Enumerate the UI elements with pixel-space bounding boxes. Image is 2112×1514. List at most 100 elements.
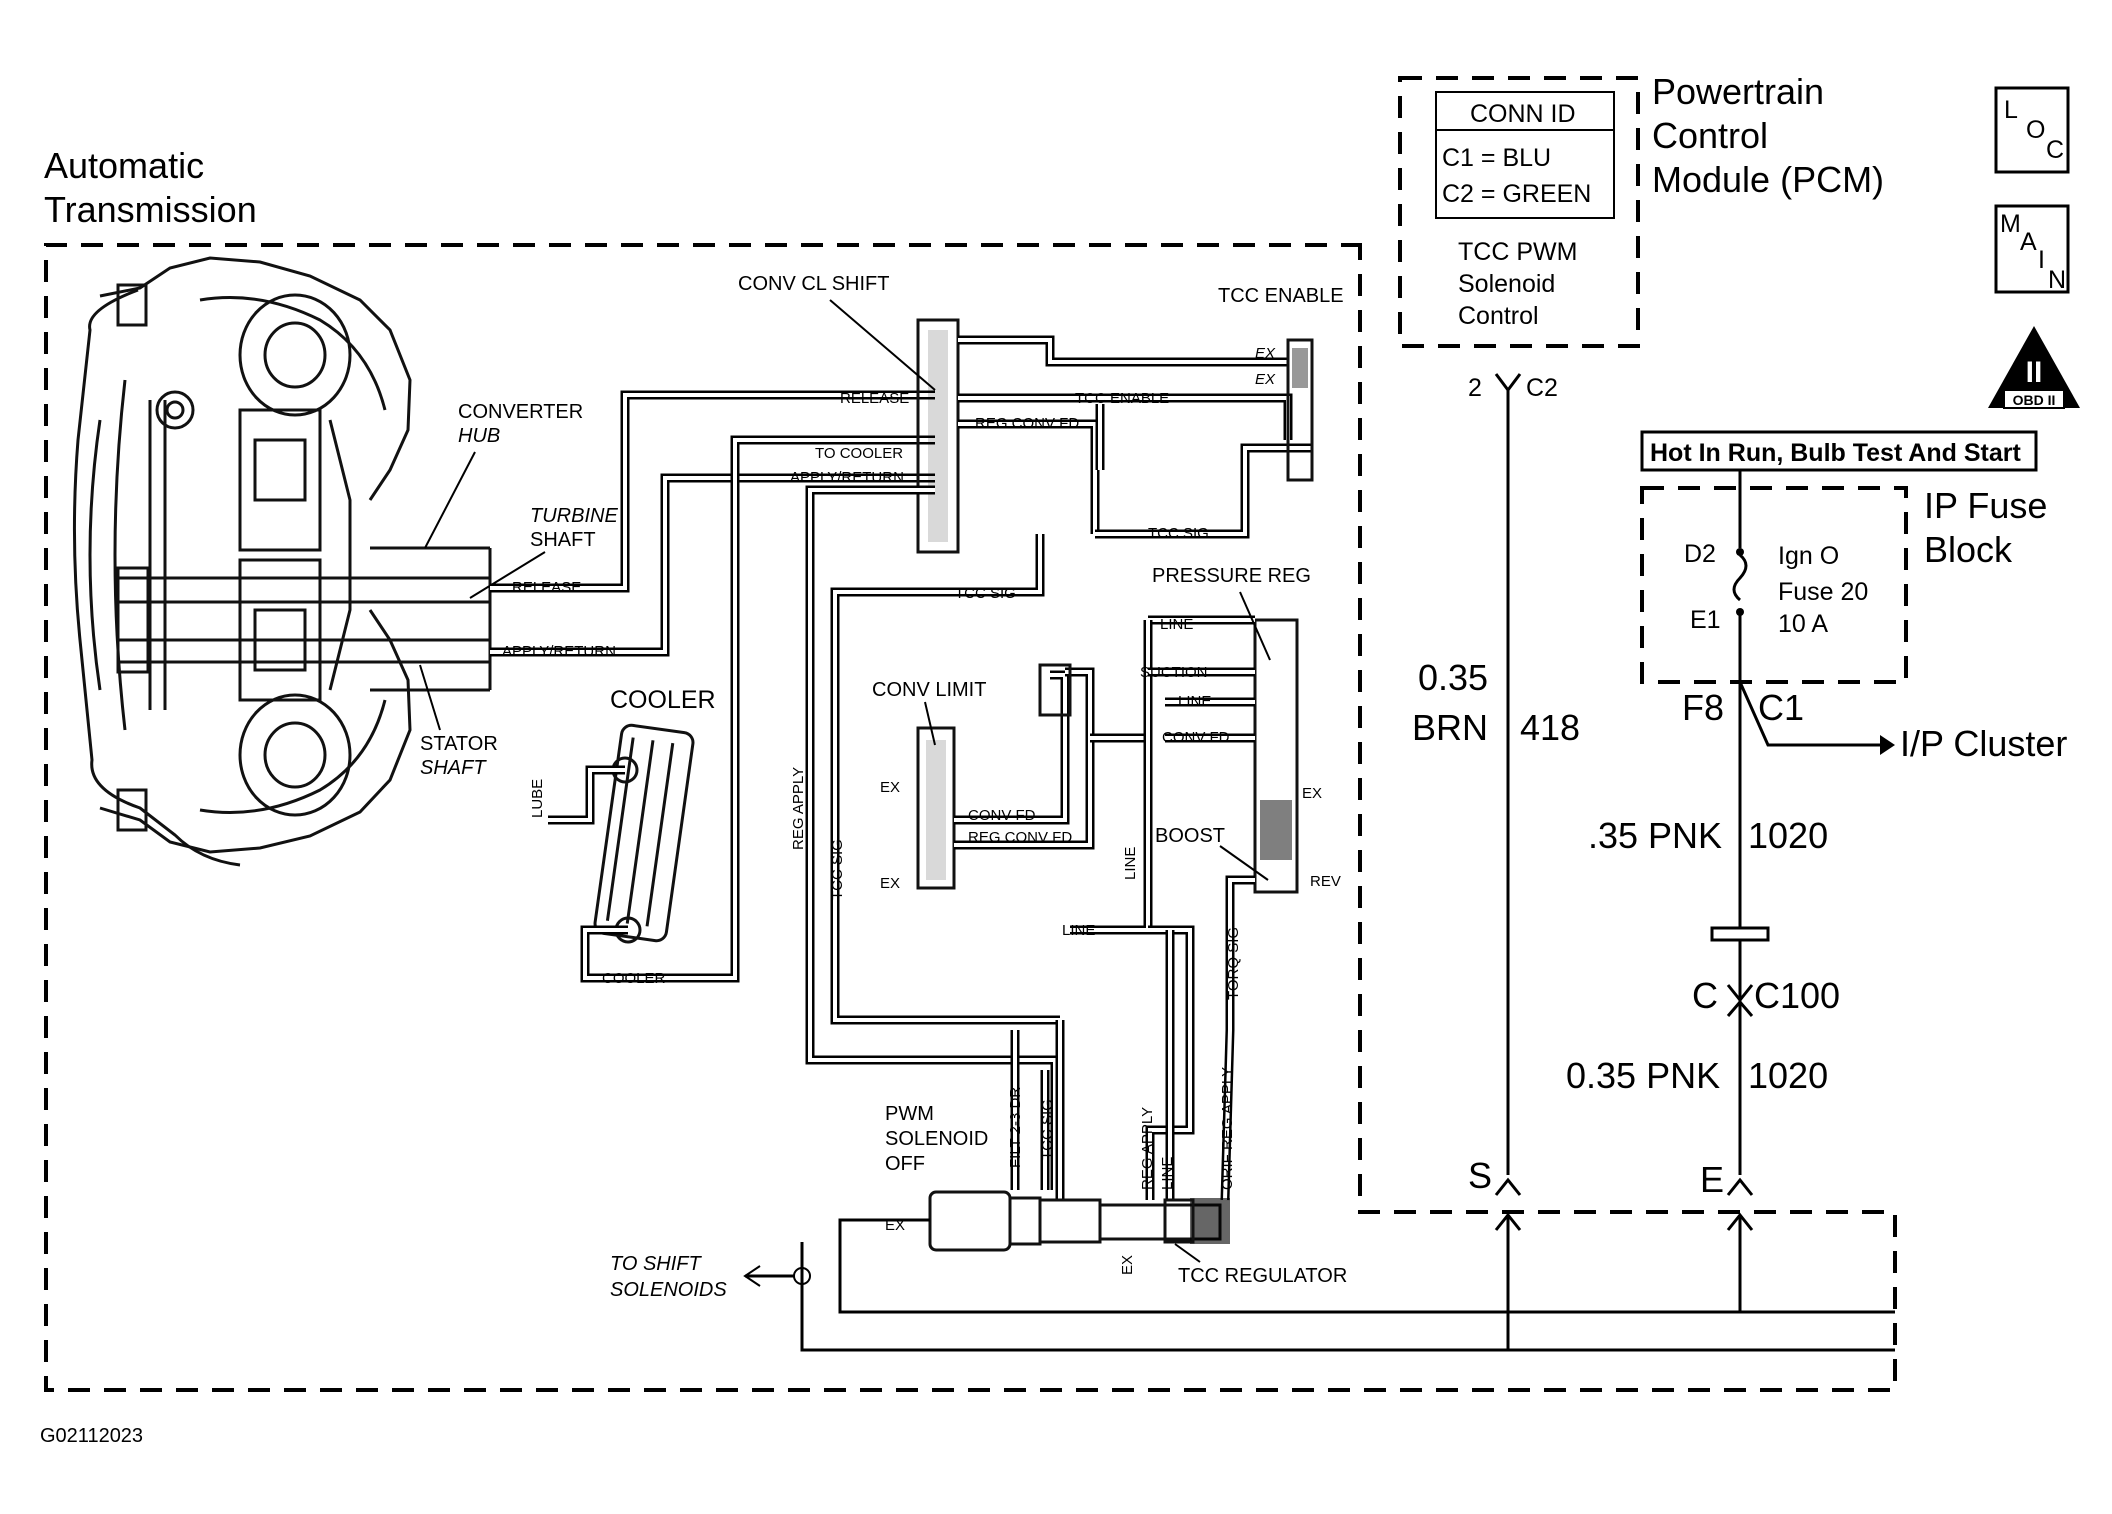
pwm-solenoid-assembly — [838, 1030, 1895, 1314]
suction-port: SUCTION — [1140, 664, 1208, 681]
conv-fd-port: CONV FD — [1162, 729, 1230, 746]
to-cooler-port: TO COOLER — [815, 445, 903, 462]
svg-text:M: M — [2000, 210, 2021, 238]
cooler-drawing — [548, 435, 935, 983]
fuse-d2: D2 — [1684, 540, 1716, 568]
converter-hub-label-line2: HUB — [458, 425, 500, 447]
fuse-amps: 10 A — [1778, 610, 1828, 638]
pnk-upper-circuit: 1020 — [1748, 815, 1828, 856]
pwm-solenoid-label-line1: PWM — [885, 1103, 934, 1125]
c100-label: C100 — [1754, 975, 1840, 1016]
shift-solenoid-branch — [743, 1242, 1895, 1352]
pwm-ex-label: EX — [885, 1217, 905, 1234]
stator-shaft-label-line2: SHAFT — [420, 757, 487, 779]
pcm-box — [1398, 76, 1640, 348]
fuse-c1: C1 — [1758, 687, 1804, 728]
conv-limit-valve — [916, 663, 1148, 890]
reg-conv-fd-limit-port: REG CONV FD — [968, 829, 1072, 846]
hot-in-run-label: Hot In Run, Bulb Test And Start — [1650, 439, 2021, 467]
pcm-connector: C2 — [1526, 374, 1558, 402]
tcc-sig-port-mid: TCC SIG — [955, 585, 1016, 602]
conv-limit-ex-lower: EX — [880, 875, 900, 892]
pcm-function-line2: Solenoid — [1458, 270, 1555, 298]
svg-text:A: A — [2020, 228, 2037, 256]
tcc-sig-sol-label: TCC SIG — [1039, 1099, 1056, 1160]
line-port-4: LINE — [1062, 922, 1095, 939]
lube-label: LUBE — [529, 779, 546, 818]
conv-cl-shift-label: CONV CL SHIFT — [738, 273, 890, 295]
pressure-reg-ex: EX — [1302, 785, 1322, 802]
to-shift-solenoids-line2: SOLENOIDS — [610, 1279, 727, 1301]
pnk-lower-size-color: 0.35 PNK — [1566, 1055, 1720, 1096]
conn-c1: C1 = BLU — [1442, 144, 1551, 172]
conn-id-header: CONN ID — [1470, 100, 1576, 128]
brn-wire-color: BRN — [1412, 707, 1488, 748]
main-icon: M A I N — [1994, 204, 2070, 294]
transmission-title-line1: Automatic — [44, 145, 204, 186]
hot-in-run-box — [1640, 430, 2038, 472]
converter-hub-label-line1: CONVERTER — [458, 401, 583, 423]
tcc-enable-valve — [1286, 338, 1314, 482]
line-port-2: LINE — [1178, 693, 1211, 710]
rev-port: REV — [1310, 873, 1341, 890]
line-port-3: LINE — [1122, 847, 1139, 880]
conn-c2: C2 = GREEN — [1442, 180, 1591, 208]
cooler-line-label: COOLER — [602, 970, 666, 987]
svg-text:N: N — [2048, 266, 2066, 294]
pwm-solenoid-label-line2: SOLENOID — [885, 1128, 988, 1150]
ip-fuse-block-box — [1640, 470, 1908, 1175]
tcc-enable-ex2: EX — [1255, 371, 1276, 388]
pressure-reg-label: PRESSURE REG — [1152, 565, 1311, 587]
obd-ii-icon: II OBD II — [1988, 326, 2080, 409]
pcm-pin: 2 — [1468, 374, 1482, 402]
converter-fluid-lines — [490, 390, 935, 657]
ip-fuse-title-line1: IP Fuse — [1924, 485, 2047, 526]
brn-wire-circuit: 418 — [1520, 707, 1580, 748]
reg-apply-vertical: REG APPLY — [790, 767, 807, 850]
conv-limit-ex-upper: EX — [880, 779, 900, 796]
pwm-solenoid-label-line3: OFF — [885, 1153, 925, 1175]
e-pin-connector — [1726, 1177, 1754, 1312]
tcc-enable-ex1: EX — [1255, 345, 1276, 362]
pcm-function-line1: TCC PWM — [1458, 238, 1577, 266]
pcm-function-line3: Control — [1458, 302, 1539, 330]
ip-cluster-branch — [1738, 681, 1895, 755]
svg-text:O: O — [2026, 116, 2045, 144]
pcm-title-line1: Powertrain — [1652, 71, 1824, 112]
figure-id: G02112023 — [40, 1425, 143, 1447]
stator-shaft-label-line1: STATOR — [420, 733, 498, 755]
torq-sig-port: TORQ SIG — [1225, 927, 1242, 1000]
cooler-label: COOLER — [610, 686, 716, 714]
pcm-wire-418 — [1494, 373, 1522, 1350]
tcc-sig-vertical: TCC SIG — [829, 839, 846, 900]
line-port-1: LINE — [1160, 616, 1193, 633]
apply-return-valve-port: APPLY/RETURN — [790, 469, 904, 486]
svg-text:II: II — [2026, 356, 2043, 389]
line-sol-label: LINE — [1159, 1157, 1176, 1190]
reg-apply-sol-label: REG APPLY — [1139, 1107, 1156, 1190]
c100-connector-symbol — [1710, 926, 1770, 1017]
orif-reg-apply-label: ORIF REG APPLY — [1219, 1067, 1236, 1190]
fuse-f8: F8 — [1682, 687, 1724, 728]
boost-label: BOOST — [1155, 825, 1225, 847]
conv-limit-label: CONV LIMIT — [872, 679, 986, 701]
reg-conv-fd-port: REG CONV FD — [975, 415, 1079, 432]
pnk-upper-size-color: .35 PNK — [1588, 815, 1722, 856]
tcc-enable-label: TCC ENABLE — [1218, 285, 1344, 307]
brn-wire-size: 0.35 — [1418, 657, 1488, 698]
fuse-ign: Ign O — [1778, 542, 1839, 570]
fuse-e1: E1 — [1690, 606, 1721, 634]
svg-text:I: I — [2038, 246, 2045, 274]
transmission-boundary — [44, 243, 1897, 1392]
tcc-regulator-label: TCC REGULATOR — [1178, 1265, 1347, 1287]
fuse-number: Fuse 20 — [1778, 578, 1868, 606]
pressure-reg-valve — [1070, 615, 1299, 1201]
transmission-title-line2: Transmission — [44, 189, 257, 230]
turbine-shaft-label-line2: SHAFT — [530, 529, 596, 551]
e-pin-label: E — [1700, 1159, 1724, 1200]
tcc-enable-port: TCC ENABLE — [1075, 390, 1169, 407]
svg-text:L: L — [2004, 96, 2018, 124]
conv-fd-limit-port: CONV FD — [968, 807, 1036, 824]
turbine-shaft-label-line1: TURBINE — [530, 505, 618, 527]
